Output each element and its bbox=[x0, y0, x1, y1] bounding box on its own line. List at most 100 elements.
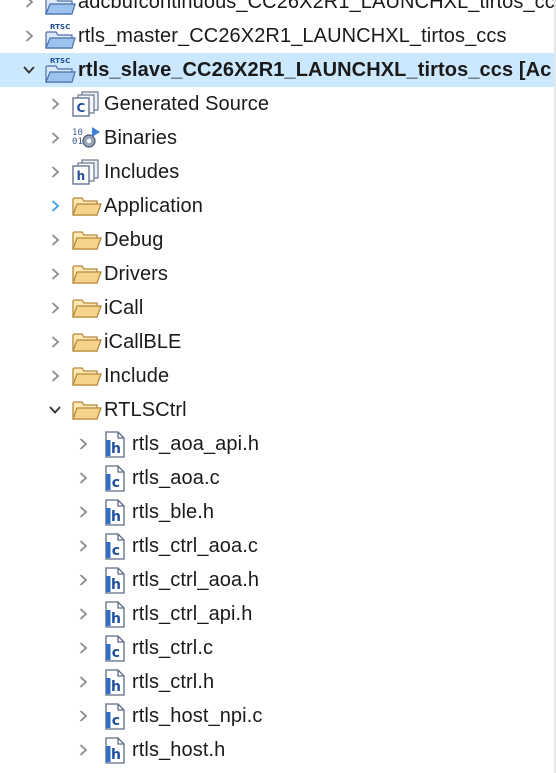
tree-item-label: Include bbox=[104, 364, 170, 387]
tree-item[interactable]: h rtls_ctrl.h bbox=[0, 665, 556, 699]
expand-chevron-icon[interactable] bbox=[48, 301, 62, 315]
tree-item-label: rtls_ctrl_aoa.h bbox=[132, 568, 260, 591]
tree-item[interactable]: RTSC rtls_master_CC26X2R1_LAUNCHXL_tirtos… bbox=[0, 19, 556, 53]
tree-item-label: rtls_master_CC26X2R1_LAUNCHXL_tirtos_ccs bbox=[78, 24, 507, 47]
tree-item[interactable]: h rtls_ble.h bbox=[0, 495, 556, 529]
tree-item[interactable]: h rtls_aoa_api.h bbox=[0, 427, 556, 461]
expand-chevron-icon[interactable] bbox=[76, 743, 90, 757]
expand-chevron-icon[interactable] bbox=[48, 97, 62, 111]
tree-item[interactable]: h rtls_ctrl_api.h bbox=[0, 597, 556, 631]
tree-item-label: iCall bbox=[104, 296, 144, 319]
tree-item[interactable]: Drivers bbox=[0, 257, 556, 291]
tree-item[interactable]: RTSC rtls_slave_CC26X2R1_LAUNCHXL_tirtos_… bbox=[0, 53, 556, 87]
folder-icon bbox=[70, 294, 102, 322]
svg-text:h: h bbox=[111, 509, 121, 525]
folder-icon bbox=[70, 226, 102, 254]
expand-chevron-icon[interactable] bbox=[48, 369, 62, 383]
expand-chevron-icon[interactable] bbox=[48, 335, 62, 349]
svg-text:h: h bbox=[111, 679, 121, 695]
tree-item-label: Includes bbox=[104, 160, 180, 183]
generated-source-icon: C bbox=[70, 90, 102, 118]
tree-item[interactable]: Startup bbox=[0, 767, 556, 773]
header-file-icon: h bbox=[98, 736, 130, 764]
tree-item[interactable]: c rtls_ctrl.c bbox=[0, 631, 556, 665]
svg-text:01: 01 bbox=[72, 137, 83, 147]
tree-item-label: Binaries bbox=[104, 126, 178, 149]
tree-item-label: adcbufcontinuous_CC26X2R1_LAUNCHXL_tirto… bbox=[78, 0, 556, 13]
tree-item-label: rtls_slave_CC26X2R1_LAUNCHXL_tirtos_ccs … bbox=[78, 58, 552, 81]
c-file-icon: c bbox=[98, 464, 130, 492]
expand-chevron-icon[interactable] bbox=[76, 471, 90, 485]
expand-chevron-icon[interactable] bbox=[76, 539, 90, 553]
svg-text:RTSC: RTSC bbox=[50, 23, 70, 31]
header-file-icon: h bbox=[98, 566, 130, 594]
tree-item[interactable]: Debug bbox=[0, 223, 556, 257]
svg-text:10: 10 bbox=[72, 128, 83, 138]
tree-item[interactable]: RTLSCtrl bbox=[0, 393, 556, 427]
svg-text:C: C bbox=[77, 101, 86, 115]
tree-item[interactable]: iCall bbox=[0, 291, 556, 325]
expand-chevron-icon[interactable] bbox=[22, 0, 36, 9]
tree-item[interactable]: Include bbox=[0, 359, 556, 393]
tree-item-label: rtls_ctrl_api.h bbox=[132, 602, 253, 625]
header-file-icon: h bbox=[98, 430, 130, 458]
expand-chevron-icon[interactable] bbox=[48, 131, 62, 145]
expand-chevron-icon[interactable] bbox=[48, 165, 62, 179]
svg-text:h: h bbox=[111, 577, 121, 593]
folder-icon bbox=[70, 260, 102, 288]
tree-item-label: rtls_ctrl.h bbox=[132, 670, 215, 693]
tree-item[interactable]: iCallBLE bbox=[0, 325, 556, 359]
tree-item-label: rtls_aoa.c bbox=[132, 466, 220, 489]
tree-item[interactable]: c rtls_host_npi.c bbox=[0, 699, 556, 733]
expand-chevron-icon[interactable] bbox=[76, 437, 90, 451]
c-file-icon: c bbox=[98, 532, 130, 560]
header-file-icon: h bbox=[98, 668, 130, 696]
scroll-edge[interactable] bbox=[554, 0, 556, 773]
expand-chevron-icon[interactable] bbox=[22, 29, 36, 43]
tree-item[interactable]: RTSCadcbufcontinuous_CC26X2R1_LAUNCHXL_t… bbox=[0, 0, 556, 19]
c-file-icon: c bbox=[98, 702, 130, 730]
tree-item-label: RTLSCtrl bbox=[104, 398, 187, 421]
svg-text:h: h bbox=[111, 441, 121, 457]
expand-chevron-icon[interactable] bbox=[76, 607, 90, 621]
rtsc-project-icon: RTSC bbox=[44, 0, 76, 16]
svg-text:h: h bbox=[111, 611, 121, 627]
tree-item-label: rtls_host.h bbox=[132, 738, 226, 761]
tree-item[interactable]: c rtls_aoa.c bbox=[0, 461, 556, 495]
tree-item[interactable]: h rtls_ctrl_aoa.h bbox=[0, 563, 556, 597]
expand-chevron-icon[interactable] bbox=[76, 505, 90, 519]
folder-icon bbox=[70, 396, 102, 424]
svg-text:c: c bbox=[112, 713, 120, 729]
tree-item-label: iCallBLE bbox=[104, 330, 182, 353]
svg-text:c: c bbox=[112, 475, 120, 491]
svg-text:RTSC: RTSC bbox=[50, 57, 70, 65]
collapse-chevron-icon[interactable] bbox=[22, 63, 36, 77]
rtsc-project-icon: RTSC bbox=[44, 22, 76, 50]
expand-chevron-icon[interactable] bbox=[76, 709, 90, 723]
tree-item-label: rtls_ctrl.c bbox=[132, 636, 214, 659]
expand-chevron-icon[interactable] bbox=[76, 573, 90, 587]
svg-text:c: c bbox=[112, 645, 120, 661]
tree-item-label: rtls_ble.h bbox=[132, 500, 215, 523]
tree-item-label: Generated Source bbox=[104, 92, 270, 115]
folder-icon bbox=[70, 362, 102, 390]
expand-chevron-icon[interactable] bbox=[76, 641, 90, 655]
expand-chevron-icon[interactable] bbox=[48, 233, 62, 247]
expand-chevron-icon[interactable] bbox=[48, 199, 62, 213]
tree-item-label: rtls_aoa_api.h bbox=[132, 432, 260, 455]
header-file-icon: h bbox=[98, 600, 130, 628]
tree-item[interactable]: Application bbox=[0, 189, 556, 223]
rtsc-project-icon: RTSC bbox=[44, 56, 76, 84]
svg-text:c: c bbox=[112, 543, 120, 559]
expand-chevron-icon[interactable] bbox=[48, 267, 62, 281]
collapse-chevron-icon[interactable] bbox=[48, 403, 62, 417]
tree-item[interactable]: C Generated Source bbox=[0, 87, 556, 121]
tree-item-label: rtls_host_npi.c bbox=[132, 704, 263, 727]
expand-chevron-icon[interactable] bbox=[76, 675, 90, 689]
